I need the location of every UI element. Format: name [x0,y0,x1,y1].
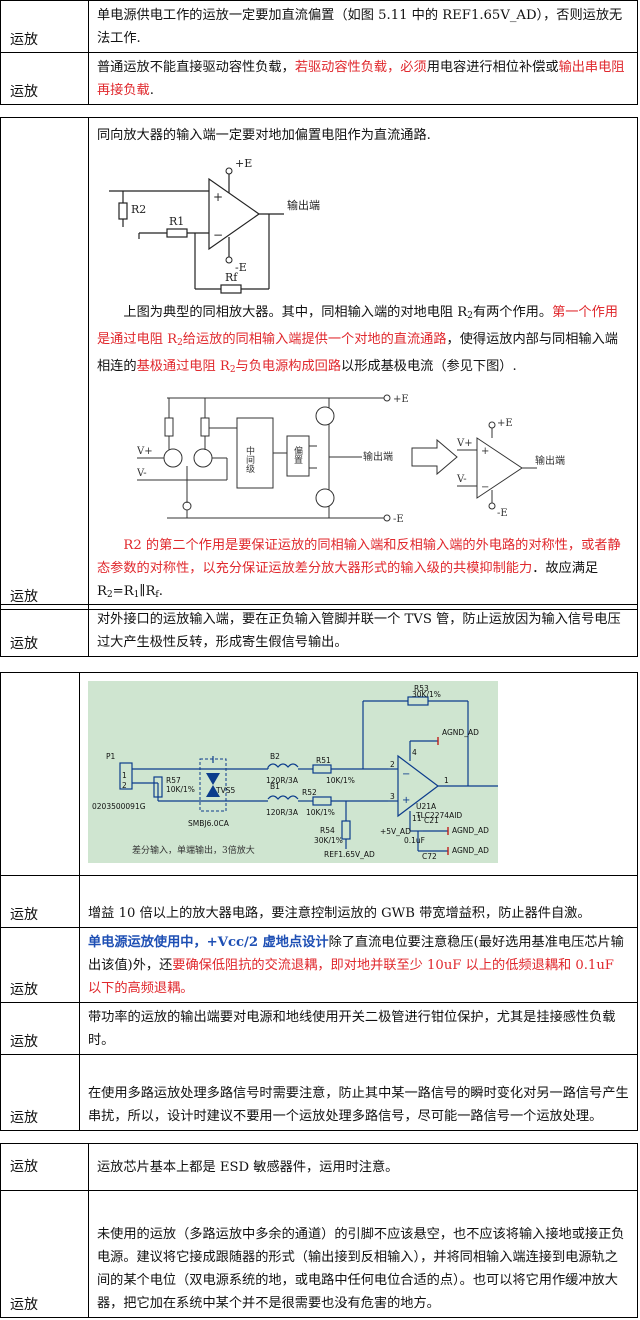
connector-part-label: 0203500091G [92,802,146,811]
differential-input-circuit: P1 1 2 0203500091G R57 10K/1% TVS5 SMBJ6… [88,681,498,863]
row-text: 带功率的运放的输出端要对电源和地线使用开关二极管进行钳位保护，尤其是挂接感性负载… [79,1002,638,1055]
vneg-label: -E [235,261,247,274]
u21-part-label: TLC2274AID [415,811,462,820]
svg-text:−: − [481,482,489,493]
r54-label: R54 [320,826,335,835]
c21-label: C21 [424,816,439,825]
c21-value: 0.1uF [404,836,425,845]
r52-value: 10K/1% [306,808,335,817]
b1-label: B1 [270,782,280,791]
noninverting-amp-diagram: + − +E -E 输出端 R2 R1 Rf [109,157,320,294]
explanation-paragraph-2: R2 的第二个作用是要保证运放的同相输入端和反相输入端的外电路的对称性，或者静态… [97,538,621,600]
svg-text:+: + [402,795,410,806]
vin-plus-label: V+ [137,446,153,457]
output-label: 输出端 [363,450,393,463]
explanation-paragraph-1: 上图为典型的同相放大器。其中，同相输入端的对地电阻 R2有两个作用。第一个作用是… [97,305,618,375]
r52-label: R52 [302,788,317,797]
svg-text:+: + [213,190,223,204]
circuit-caption: 差分输入，单端输出，3倍放大 [132,844,255,856]
vcc-label: +5V_AD [380,827,411,836]
r51-label: R51 [316,756,331,765]
agnd-label-2: AGND_AD [452,826,489,835]
rf-label: Rf [225,271,238,284]
p1-label: P1 [106,752,116,761]
b1-value: 120R/3A [266,808,299,817]
r53-value: 30K/1% [412,690,441,699]
svg-text:2: 2 [122,781,127,790]
category-cell: 运放 [0,875,80,928]
vneg-label: -E [393,514,404,525]
category-cell: 运放 [0,604,89,657]
row-content: 同向放大器的输入端一定要对地加偏置电阻作为直流通路. [88,117,638,610]
row-text: 运放芯片基本上都是 ESD 敏感器件，运用时注意。 [88,1143,638,1191]
vneg-label-2: -E [497,508,508,519]
svg-text:−: − [213,228,223,242]
category-cell: 运放 [0,52,89,105]
table-section-4: P1 1 2 0203500091G R57 10K/1% TVS5 SMBJ6… [0,672,638,1131]
intro-text: 同向放大器的输入端一定要对地加偏置电阻作为直流通路. [97,128,431,143]
category-cell: 运放 [0,1002,80,1055]
row-text: 在使用多路运放处理多路信号时需要注意，防止其中某一路信号的瞬时变化对另一路信号产… [79,1054,638,1131]
category-cell: 运放 [0,1143,89,1191]
vin-minus-label: V- [137,468,147,479]
row-text: 单电源供电工作的运放一定要加直流偏置（如图 5.11 中的 REF1.65V_A… [88,0,638,53]
pin-4-label: 4 [412,748,417,757]
figure-cell: P1 1 2 0203500091G R57 10K/1% TVS5 SMBJ6… [79,672,638,876]
c72-label: C72 [422,852,437,861]
row-text: 单电源运放使用中，+Vcc/2 虚地点设计除了直流电位要注意稳压(最好选用基准电… [79,927,638,1003]
table-section-2: 运放 同向放大器的输入端一定要对地加偏置电阻作为直流通路. [0,117,638,610]
r1-label: R1 [169,215,184,228]
table-section-3: 运放 对外接口的运放输入端，要在正负输入管脚并联一个 TVS 管，防止运放因为输… [0,604,638,657]
r57-value: 10K/1% [166,785,195,794]
r57-label: R57 [166,776,181,785]
tvs-part-label: SMBJ6.0CA [188,819,230,828]
table-section-5: 运放 运放芯片基本上都是 ESD 敏感器件，运用时注意。 运放 未使用的运放（多… [0,1143,638,1318]
output-label: 输出端 [287,198,320,212]
pin-1-label: 1 [444,776,449,785]
category-cell: 运放 [0,927,80,1003]
b2-value: 120R/3A [266,776,299,785]
intermediate-stage-label: 中间级 [244,445,255,474]
b2-label: B2 [270,752,280,761]
category-cell: 运放 [0,1054,80,1131]
vpos-label: +E [235,157,252,170]
r2-label: R2 [131,203,146,216]
row-text: 增益 10 倍以上的放大器电路，要注意控制运放的 GWB 带宽增益积，防止器件自… [79,875,638,928]
row-text: 未使用的运放（多路运放中多余的通道）的引脚不应该悬空，也不应该将输入接地或接正负… [88,1190,638,1318]
agnd-label-1: AGND_AD [442,728,479,737]
output-label-2: 输出端 [535,454,565,467]
tvs-label: TVS5 [215,786,235,795]
category-cell: 运放 [0,0,89,53]
category-cell: 运放 [0,117,89,610]
pin-11-label: 11 [412,814,422,823]
vpos-label-2: +E [497,418,513,429]
row-text: 对外接口的运放输入端，要在正负输入管脚并联一个 TVS 管，防止运放因为输入信号… [88,604,638,657]
r54-value: 30K/1% [314,836,343,845]
opamp-internal-diagram: +E -E +E -E V+ V- V+ V- 中间级 偏置 输出端 输出端 +… [137,394,565,525]
agnd-label-3: AGND_AD [452,846,489,855]
row-text: 普通运放不能直接驱动容性负载，若驱动容性负载，必须用电容进行相位补偿或输出串电阻… [88,52,638,105]
vin-plus-label-2: V+ [456,438,473,449]
category-cell: 运放 [0,1190,89,1318]
pin-3-label: 3 [390,792,395,801]
svg-text:1: 1 [122,771,127,780]
svg-text:+: + [481,446,489,457]
table-section-1: 运放 单电源供电工作的运放一定要加直流偏置（如图 5.11 中的 REF1.65… [0,0,638,105]
ref-label: REF1.65V_AD [324,850,375,859]
r51-value: 10K/1% [326,776,355,785]
pin-2-label: 2 [390,760,395,769]
category-cell-empty [0,672,80,876]
svg-text:−: − [402,769,410,780]
u21-label: U21A [416,802,437,811]
vpos-label: +E [393,394,409,405]
r53-label: R53 [414,684,429,693]
vin-minus-label-2: V- [456,474,467,485]
bias-label: 偏置 [292,445,303,464]
